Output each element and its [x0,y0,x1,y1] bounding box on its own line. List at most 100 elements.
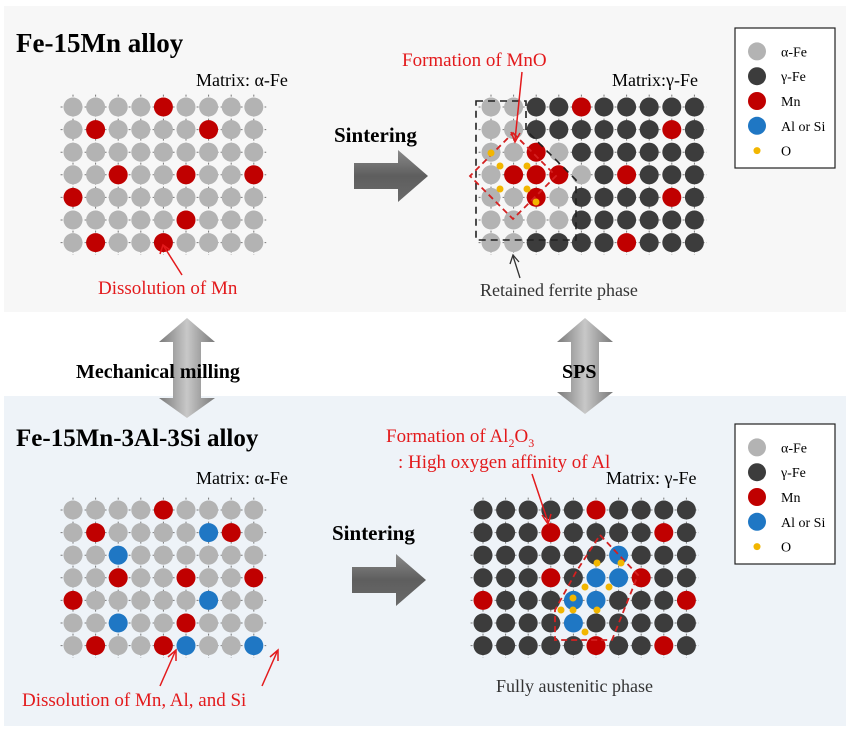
atom-gamma-fe [594,142,614,162]
oxygen-dot [496,162,504,170]
bottom-right-matrix-label: Matrix: γ-Fe [606,468,696,488]
atom-alpha-fe [481,233,501,253]
atom-gamma-fe [662,97,682,117]
atom-alpha-fe [176,545,196,565]
atom-alpha-fe [504,187,524,207]
atom-alpha-fe [131,568,151,588]
atom-alpha-fe [131,500,151,520]
atom-alpha-fe [63,500,83,520]
atom-gamma-fe [473,523,493,543]
atom-gamma-fe [639,165,659,185]
atom-gamma-fe [594,97,614,117]
atom-mn [504,165,524,185]
atom-gamma-fe [563,523,583,543]
atom-alpha-fe [63,142,83,162]
atom-alpha-fe [108,142,128,162]
atom-alpha-fe [108,500,128,520]
atom-gamma-fe [609,590,629,610]
oxygen-dot [569,594,577,602]
atom-alpha-fe [221,590,241,610]
top-left-dissolution-annotation: Dissolution of Mn [98,278,238,299]
legend-swatch-alpha-fe [748,42,766,61]
atom-gamma-fe [518,590,538,610]
atom-gamma-fe [496,636,516,656]
legend-label-alpha-fe: α-Fe [781,45,807,60]
atom-gamma-fe [518,500,538,520]
lattice-bottom-right [470,497,699,659]
atom-al-or-si [586,590,606,610]
atom-alpha-fe [63,545,83,565]
atom-alpha-fe [221,636,241,656]
retained-ferrite-arrowhead [509,253,520,265]
atom-gamma-fe [609,636,629,656]
lattice-bottom-left [60,497,267,659]
oxygen-dot [581,628,589,636]
atom-gamma-fe [654,500,674,520]
atom-alpha-fe [131,545,151,565]
mno-cluster-outline [468,131,558,221]
al2o3-annotation-leader [531,473,549,523]
atom-alpha-fe [153,590,173,610]
atom-gamma-fe [631,613,651,633]
atom-gamma-fe [496,545,516,565]
atom-mn [617,165,637,185]
atom-gamma-fe [563,545,583,565]
atom-alpha-fe [153,210,173,230]
atom-alpha-fe [481,210,501,230]
atom-al-or-si [563,613,583,633]
atom-gamma-fe [541,636,561,656]
atom-gamma-fe [526,97,546,117]
atom-alpha-fe [221,233,241,253]
atom-gamma-fe [662,142,682,162]
legend-swatch-o [753,543,761,551]
atom-gamma-fe [518,636,538,656]
atom-gamma-fe [684,233,704,253]
atom-alpha-fe [176,142,196,162]
atom-alpha-fe [131,613,151,633]
atom-mn [63,187,83,207]
bottom-panel-title: Fe-15Mn-3Al-3Si alloy [16,425,259,452]
atom-alpha-fe [244,233,264,253]
atom-al-or-si [108,545,128,565]
retained-ferrite-annotation: Retained ferrite phase [480,280,638,300]
atom-alpha-fe [131,120,151,140]
atom-gamma-fe [654,545,674,565]
atom-gamma-fe [526,233,546,253]
al2o3-annotation-line1: Formation of Al2O3 [386,426,534,450]
atom-gamma-fe [571,187,591,207]
atom-alpha-fe [504,142,524,162]
legend-label-al-si: Al or Si [781,516,825,531]
atom-alpha-fe [176,187,196,207]
legend-label-gamma-fe: γ-Fe [780,466,806,481]
bottom-left-annotation-arrowhead-2 [269,648,279,661]
atom-al-or-si [609,568,629,588]
atom-gamma-fe [662,210,682,230]
bottom-sintering-label: Sintering [332,521,415,545]
top-panel-title: Fe-15Mn alloy [16,28,184,58]
atom-mn [244,165,264,185]
atom-al-or-si [199,590,219,610]
atom-al-or-si [108,613,128,633]
atom-alpha-fe [199,636,219,656]
atom-alpha-fe [221,500,241,520]
atom-gamma-fe [662,233,682,253]
atom-alpha-fe [108,97,128,117]
atom-mn [571,97,591,117]
top-sintering-label: Sintering [334,123,417,147]
atom-gamma-fe [684,120,704,140]
atom-gamma-fe [571,120,591,140]
atom-mn [586,636,606,656]
bottom-left-annotation-leader-1 [159,651,176,687]
atom-alpha-fe [86,568,106,588]
top-sintering-arrow [354,150,428,202]
atom-alpha-fe [108,636,128,656]
atom-gamma-fe [473,613,493,633]
atom-alpha-fe [221,210,241,230]
atom-alpha-fe [199,165,219,185]
atom-gamma-fe [518,613,538,633]
atom-mn [86,233,106,253]
atom-gamma-fe [617,97,637,117]
atom-mn [617,233,637,253]
atom-alpha-fe [176,500,196,520]
